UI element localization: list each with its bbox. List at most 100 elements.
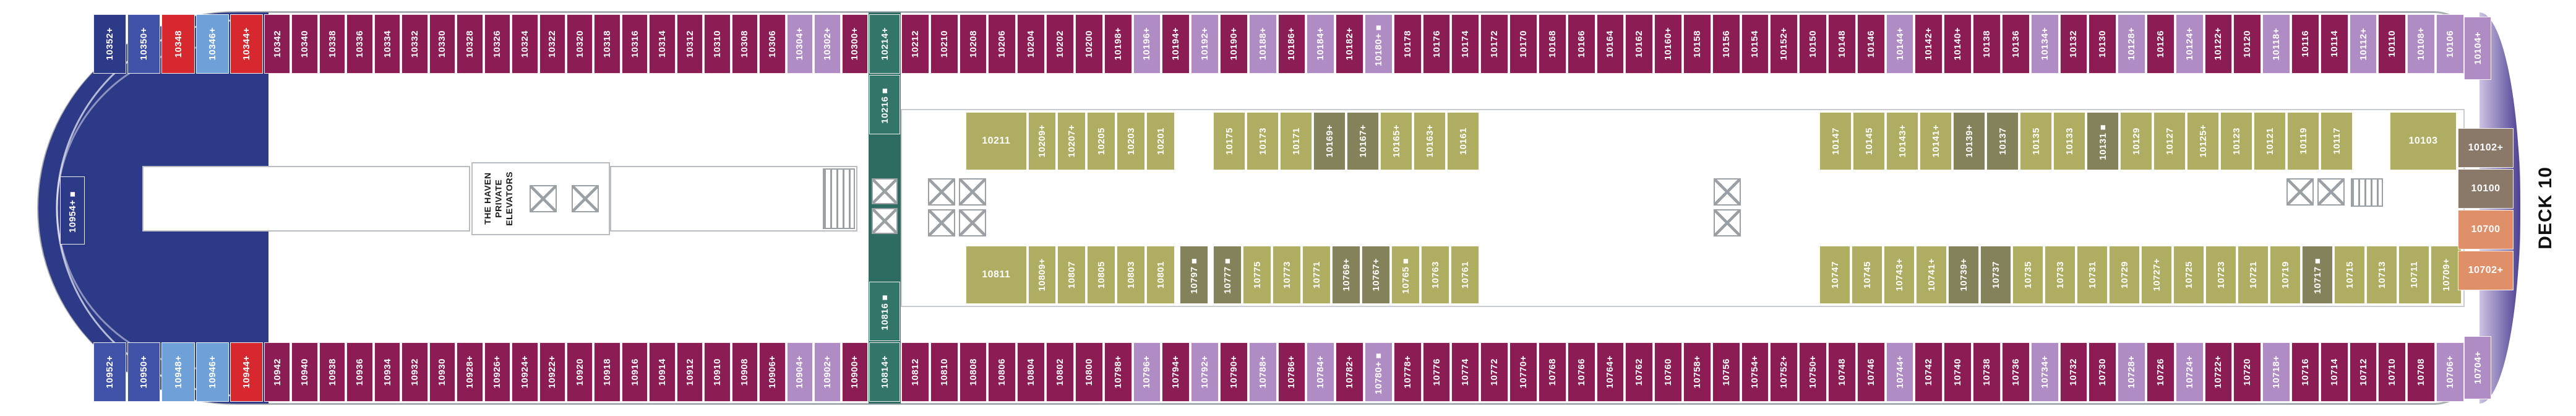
cabin-10938[interactable]: 10938 [319, 342, 346, 402]
cabin-10100[interactable]: 10100 [2458, 169, 2514, 209]
cabin-10188[interactable]: 10188+ [1248, 14, 1277, 74]
cabin-10918[interactable]: 10918 [594, 342, 620, 402]
cabin-10328[interactable]: 10328 [457, 14, 483, 74]
cabin-10780[interactable]: 10780+■ [1365, 342, 1393, 402]
cabin-10782[interactable]: 10782+ [1336, 342, 1363, 402]
cabin-10127[interactable]: 10127 [2153, 112, 2186, 170]
cabin-10124[interactable]: 10124+ [2175, 14, 2204, 74]
cabin-10332[interactable]: 10332 [401, 14, 428, 74]
cabin-10148[interactable]: 10148 [1828, 14, 1856, 74]
cabin-10746[interactable]: 10746 [1857, 342, 1885, 402]
cabin-10776[interactable]: 10776 [1422, 342, 1451, 402]
cabin-10743[interactable]: 10743+ [1884, 246, 1915, 304]
cabin-10180[interactable]: 10180+■ [1365, 14, 1393, 74]
cabin-10131[interactable]: 10131■ [2087, 112, 2119, 170]
cabin-10162[interactable]: 10162 [1625, 14, 1654, 74]
cabin-10924[interactable]: 10924+ [512, 342, 538, 402]
cabin-10168[interactable]: 10168 [1538, 14, 1566, 74]
cabin-10808[interactable]: 10808 [959, 342, 987, 402]
cabin-10210[interactable]: 10210 [930, 14, 958, 74]
cabin-10716[interactable]: 10716 [2291, 342, 2319, 402]
cabin-10778[interactable]: 10778+ [1393, 342, 1422, 402]
cabin-10728[interactable]: 10728+ [2118, 342, 2145, 402]
cabin-10788[interactable]: 10788+ [1248, 342, 1277, 402]
cabin-10304[interactable]: 10304+ [786, 14, 814, 74]
cabin-10724[interactable]: 10724+ [2175, 342, 2204, 402]
cabin-10140[interactable]: 10140+ [1944, 14, 1972, 74]
cabin-10312[interactable]: 10312 [676, 14, 703, 74]
cabin-10128[interactable]: 10128+ [2118, 14, 2145, 74]
cabin-10308[interactable]: 10308 [731, 14, 758, 74]
cabin-10922[interactable]: 10922+ [539, 342, 565, 402]
cabin-10342[interactable]: 10342 [264, 14, 291, 74]
cabin-10908[interactable]: 10908 [731, 342, 758, 402]
cabin-10928[interactable]: 10928+ [457, 342, 483, 402]
cabin-10794[interactable]: 10794+ [1162, 342, 1190, 402]
cabin-10721[interactable]: 10721 [2238, 246, 2269, 304]
cabin-10137[interactable]: 10137 [1986, 112, 2019, 170]
cabin-10330[interactable]: 10330 [429, 14, 456, 74]
cabin-10186[interactable]: 10186+ [1277, 14, 1306, 74]
cabin-10152[interactable]: 10152+ [1770, 14, 1798, 74]
cabin-10790[interactable]: 10790+ [1219, 342, 1248, 402]
cabin-10302[interactable]: 10302+ [814, 14, 841, 74]
cabin-10144[interactable]: 10144+ [1886, 14, 1914, 74]
cabin-10167[interactable]: 10167+ [1347, 112, 1379, 170]
cabin-10103[interactable]: 10103 [2390, 112, 2457, 170]
cabin-10769[interactable]: 10769+ [1332, 246, 1360, 304]
cabin-10120[interactable]: 10120 [2233, 14, 2262, 74]
cabin-10338[interactable]: 10338 [319, 14, 346, 74]
cabin-10171[interactable]: 10171 [1280, 112, 1312, 170]
cabin-10786[interactable]: 10786+ [1277, 342, 1306, 402]
cabin-10934[interactable]: 10934 [374, 342, 401, 402]
cabin-10767[interactable]: 10767+ [1362, 246, 1390, 304]
cabin-10320[interactable]: 10320 [566, 14, 593, 74]
cabin-10718[interactable]: 10718+ [2262, 342, 2290, 402]
cabin-10173[interactable]: 10173 [1247, 112, 1279, 170]
cabin-10125[interactable]: 10125+ [2187, 112, 2219, 170]
cabin-10306[interactable]: 10306 [759, 14, 786, 74]
cabin-10756[interactable]: 10756 [1712, 342, 1740, 402]
cabin-10198[interactable]: 10198+ [1104, 14, 1132, 74]
cabin-10800[interactable]: 10800 [1075, 342, 1103, 402]
cabin-10952[interactable]: 10952+ [93, 342, 127, 402]
cabin-10754[interactable]: 10754+ [1741, 342, 1769, 402]
cabin-10796[interactable]: 10796+ [1133, 342, 1161, 402]
cabin-10119[interactable]: 10119 [2287, 112, 2319, 170]
cabin-10346[interactable]: 10346+ [195, 14, 229, 74]
cabin-10209[interactable]: 10209+ [1028, 112, 1057, 170]
cabin-10156[interactable]: 10156 [1712, 14, 1740, 74]
cabin-10948[interactable]: 10948+ [161, 342, 195, 402]
cabin-10212[interactable]: 10212 [901, 14, 929, 74]
cabin-10936[interactable]: 10936 [346, 342, 373, 402]
cabin-10784[interactable]: 10784+ [1307, 342, 1335, 402]
cabin-10806[interactable]: 10806 [988, 342, 1016, 402]
cabin-10764[interactable]: 10764+ [1596, 342, 1625, 402]
cabin-10203[interactable]: 10203 [1117, 112, 1146, 170]
cabin-10142[interactable]: 10142+ [1915, 14, 1943, 74]
cabin-10920[interactable]: 10920 [566, 342, 593, 402]
cabin-10160[interactable]: 10160+ [1654, 14, 1682, 74]
cabin-10344[interactable]: 10344+ [230, 14, 264, 74]
cabin-10108[interactable]: 10108+ [2407, 14, 2436, 74]
cabin-10163[interactable]: 10163+ [1414, 112, 1446, 170]
cabin-10727[interactable]: 10727+ [2141, 246, 2172, 304]
cabin-10809[interactable]: 10809+ [1028, 246, 1057, 304]
cabin-10731[interactable]: 10731 [2077, 246, 2108, 304]
cabin-10176[interactable]: 10176 [1422, 14, 1451, 74]
cabin-10190[interactable]: 10190+ [1219, 14, 1248, 74]
cabin-10710[interactable]: 10710 [2378, 342, 2406, 402]
cabin-10300[interactable]: 10300+ [841, 14, 868, 74]
cabin-10765[interactable]: 10765■ [1391, 246, 1420, 304]
cabin-10722[interactable]: 10722+ [2204, 342, 2233, 402]
cabin-10729[interactable]: 10729 [2109, 246, 2140, 304]
cabin-10318[interactable]: 10318 [594, 14, 620, 74]
cabin-10737[interactable]: 10737 [1980, 246, 2011, 304]
cabin-10912[interactable]: 10912 [676, 342, 703, 402]
cabin-10712[interactable]: 10712 [2349, 342, 2377, 402]
cabin-10807[interactable]: 10807 [1057, 246, 1086, 304]
cabin-10166[interactable]: 10166 [1567, 14, 1595, 74]
cabin-10700[interactable]: 10700 [2458, 210, 2514, 249]
cabin-10169[interactable]: 10169+ [1313, 112, 1346, 170]
cabin-10174[interactable]: 10174 [1451, 14, 1480, 74]
